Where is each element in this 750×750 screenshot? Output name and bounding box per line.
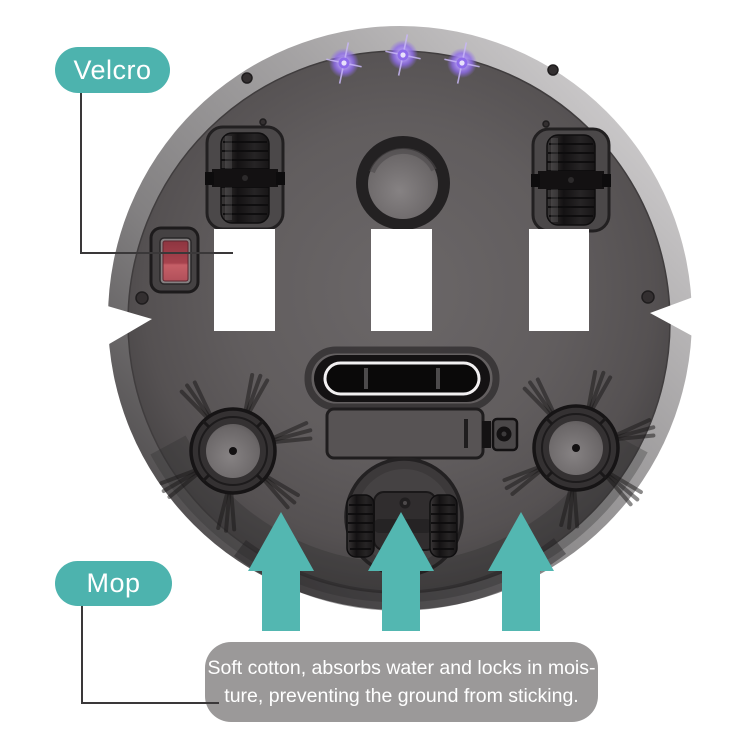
- up-arrow-center: [368, 512, 434, 631]
- velcro-pads: [214, 229, 589, 331]
- velcro-callout-line: [80, 93, 233, 254]
- robot-base-plate: [127, 50, 671, 594]
- base-shadow-lower: [234, 538, 567, 611]
- base-shadow: [150, 433, 648, 603]
- battery-latch-slot: [482, 421, 491, 448]
- caster-wheel: [344, 457, 464, 577]
- battery-compartment: [325, 407, 519, 460]
- velcro-label-text: Velcro: [73, 54, 152, 85]
- mop-direction-arrows: [248, 512, 554, 631]
- right-side-brush: [503, 370, 656, 528]
- power-switch: [149, 226, 200, 294]
- suction-slot: [304, 346, 500, 411]
- caption-box: Soft cotton, absorbs water and locks in …: [205, 642, 598, 722]
- velcro-pad-right: [529, 229, 589, 331]
- velcro-pad-center: [371, 229, 432, 331]
- screws: [135, 64, 655, 305]
- velcro-pad-left: [214, 229, 275, 331]
- center-sensor-ring: [356, 136, 450, 230]
- robot-outer-rim: [108, 26, 692, 610]
- mop-label: Mop: [55, 561, 172, 606]
- left-side-brush: [160, 373, 313, 531]
- left-bumper-notch: [104, 305, 152, 347]
- velcro-label: Velcro: [55, 47, 170, 93]
- led-light-3: [439, 37, 485, 89]
- up-arrow-left: [248, 512, 314, 631]
- up-arrow-right: [488, 512, 554, 631]
- mop-label-text: Mop: [86, 568, 141, 598]
- caption-line-1: Soft cotton, absorbs water and locks in …: [207, 657, 596, 679]
- mop-callout-line: [81, 606, 219, 704]
- right-drive-wheel: [529, 127, 613, 233]
- led-lights: [321, 29, 485, 89]
- right-bumper-notch: [650, 296, 696, 338]
- led-light-1: [321, 37, 367, 89]
- battery-latch: [491, 417, 519, 452]
- caption-line-2: ture, preventing the ground from stickin…: [224, 685, 579, 707]
- left-drive-wheel: [203, 125, 287, 231]
- led-light-2: [380, 29, 426, 81]
